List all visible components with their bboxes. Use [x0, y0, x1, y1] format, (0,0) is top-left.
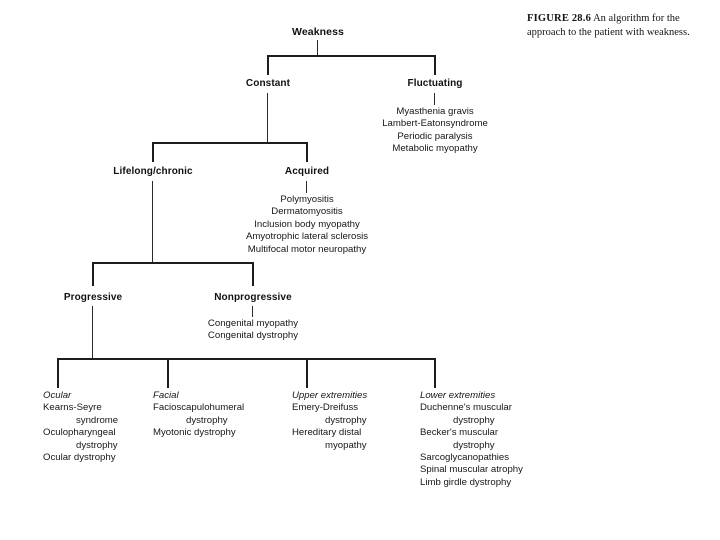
column-heading: Lower extremities — [420, 390, 496, 401]
list-item: Facioscapulohumeral dystrophy — [153, 402, 245, 426]
connector-root-stem — [317, 40, 319, 55]
list-acquired-items: Polymyositis Dermatomyositis Inclusion b… — [246, 194, 368, 256]
list-item: Myasthenia gravis — [396, 106, 474, 117]
list-fluctuating-items: Myasthenia gravis Lambert-Eatonsyndrome … — [382, 106, 488, 156]
column-ocular: Ocular Kearns-Seyre syndrome Oculopharyn… — [43, 390, 175, 464]
figure-caption-label: FIGURE 28.6 — [527, 13, 592, 24]
list-item: Amyotrophic lateral sclerosis — [245, 231, 369, 243]
list-item: Multifocal motor neuropathy — [247, 243, 367, 255]
connector-to-fluctuating — [434, 55, 436, 75]
connector-to-facial — [167, 358, 169, 388]
list-item: Kearns-Seyre syndrome — [43, 402, 119, 426]
list-item: Metabolic myopathy — [392, 143, 478, 155]
node-weakness: Weakness — [292, 26, 344, 38]
list-item: Myotonic dystrophy — [153, 427, 236, 439]
connector-lifelong-split-bar — [92, 262, 254, 264]
column-lower-extremities: Lower extremities Duchenne's muscular dy… — [420, 390, 560, 489]
connector-acquired-stem — [306, 181, 308, 193]
figure-caption: FIGURE 28.6 An algorithm for the approac… — [527, 12, 705, 40]
list-item: Inclusion body myopathy — [254, 218, 360, 230]
connector-to-acquired — [306, 142, 308, 162]
list-item: Becker's muscular dystrophy — [420, 427, 499, 451]
connector-to-ocular — [57, 358, 59, 388]
list-item: Hereditary distal myopathy — [292, 427, 367, 451]
list-item: Congenital dystrophy — [207, 330, 299, 342]
list-nonprogressive-items: Congenital myopathy Congenital dystrophy — [208, 318, 298, 343]
connector-to-lower-extremities — [434, 358, 436, 388]
node-nonprogressive: Nonprogressive — [214, 292, 292, 303]
list-item: Oculopharyngeal dystrophy — [43, 427, 118, 451]
connector-lifelong-stem — [152, 181, 154, 262]
list-item: Polymyositis — [280, 194, 334, 205]
list-item: Spinal muscular atrophy — [420, 464, 523, 476]
node-constant: Constant — [245, 78, 291, 89]
connector-to-lifelong — [152, 142, 154, 162]
connector-to-progressive — [92, 262, 94, 286]
list-item: Emery-Dreifuss dystrophy — [292, 402, 367, 426]
connector-root-split-bar — [267, 55, 436, 57]
list-item: Periodic paralysis — [397, 130, 473, 142]
column-heading: Ocular — [43, 390, 72, 401]
list-item: Ocular dystrophy — [43, 452, 116, 464]
list-item: Lambert-Eatonsyndrome — [382, 118, 488, 130]
connector-constant-split-bar — [152, 142, 308, 144]
connector-progressive-distribution-bar — [57, 358, 436, 360]
connector-fluctuating-stem — [434, 93, 436, 105]
list-item: Dermatomyositis — [271, 206, 343, 218]
list-item: Congenital myopathy — [207, 318, 299, 329]
connector-nonprogressive-stem — [252, 306, 254, 317]
connector-to-constant — [267, 55, 269, 75]
node-fluctuating: Fluctuating — [407, 78, 463, 89]
list-item: Sarcoglycanopathies — [420, 452, 510, 464]
column-facial: Facial Facioscapulohumeral dystrophy Myo… — [153, 390, 285, 440]
connector-to-nonprogressive — [252, 262, 254, 286]
connector-constant-stem — [267, 93, 269, 142]
column-heading: Upper extremities — [292, 390, 368, 401]
node-progressive: Progressive — [63, 292, 123, 303]
node-acquired: Acquired — [284, 166, 330, 177]
connector-progressive-stem — [92, 306, 94, 358]
figure-caption-text: An algorithm for the approach to the pat… — [527, 13, 690, 38]
node-lifelong-chronic: Lifelong/chronic — [113, 166, 193, 177]
column-heading: Facial — [153, 390, 179, 401]
list-item: Limb girdle dystrophy — [420, 476, 512, 488]
list-item: Duchenne's muscular dystrophy — [420, 402, 512, 426]
connector-to-upper-extremities — [306, 358, 308, 388]
column-upper-extremities: Upper extremities Emery-Dreifuss dystrop… — [292, 390, 424, 452]
